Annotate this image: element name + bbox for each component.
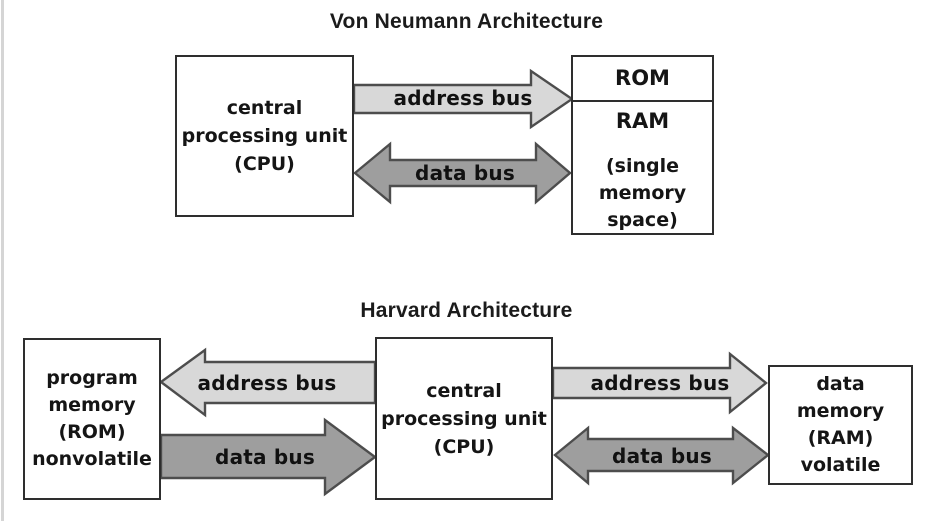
- vn-ram-note-line-1: (single: [605, 155, 680, 177]
- harvard-pm-line-3: (ROM): [58, 421, 126, 443]
- harvard-cpu-box: central processing unit (CPU): [375, 337, 553, 500]
- harvard-left-address-bus-label: address bus: [197, 371, 337, 395]
- vn-rom-section: ROM: [573, 57, 712, 102]
- vn-ram-note-line-2: memory: [598, 182, 687, 204]
- harvard-right-data-bus-label: data bus: [612, 444, 712, 468]
- vn-address-bus-label: address bus: [393, 86, 533, 110]
- harvard-data-memory-box: data memory (RAM) volatile: [768, 365, 913, 485]
- harvard-dm-line-4: volatile: [800, 454, 881, 476]
- harvard-dm-line-3: (RAM): [807, 427, 874, 449]
- harvard-dm-line-1: data: [816, 373, 865, 395]
- harvard-cpu-line-1: central: [426, 379, 502, 402]
- harvard-left-data-bus-label: data bus: [215, 445, 315, 469]
- vn-ram-label: RAM: [615, 109, 670, 133]
- vn-ram-section: RAM (single memory space): [573, 102, 712, 234]
- vn-ram-note: (single memory space): [573, 153, 712, 234]
- vn-cpu-box: central processing unit (CPU): [175, 55, 354, 217]
- vn-rom-label: ROM: [615, 66, 670, 90]
- vn-data-bus-label: data bus: [415, 161, 515, 185]
- left-edge-artifact: [1, 0, 4, 521]
- harvard-cpu-line-2: processing unit: [381, 407, 547, 430]
- von-neumann-title: Von Neumann Architecture: [329, 10, 604, 33]
- harvard-pm-line-1: program: [46, 367, 138, 389]
- harvard-right-address-bus-label: address bus: [590, 371, 730, 395]
- harvard-pm-line-4: nonvolatile: [32, 448, 152, 470]
- vn-ram-note-line-3: space): [607, 209, 678, 231]
- harvard-dm-line-2: memory: [796, 400, 885, 422]
- vn-cpu-line-3: (CPU): [234, 153, 295, 175]
- harvard-pm-line-2: memory: [48, 394, 136, 416]
- vn-cpu-line-1: central: [226, 97, 303, 119]
- harvard-cpu-line-3: (CPU): [433, 435, 495, 458]
- vn-cpu-line-2: processing unit: [181, 125, 348, 147]
- vn-address-bus-arrow: [352, 68, 575, 130]
- harvard-left-data-bus-arrow: [159, 417, 378, 497]
- harvard-title: Harvard Architecture: [360, 299, 573, 322]
- harvard-program-memory-box: program memory (ROM) nonvolatile: [23, 338, 161, 500]
- vn-memory-box: ROM RAM (single memory space): [571, 55, 714, 235]
- harvard-right-address-bus-arrow: [551, 351, 768, 415]
- vn-data-bus-arrow: [353, 141, 572, 205]
